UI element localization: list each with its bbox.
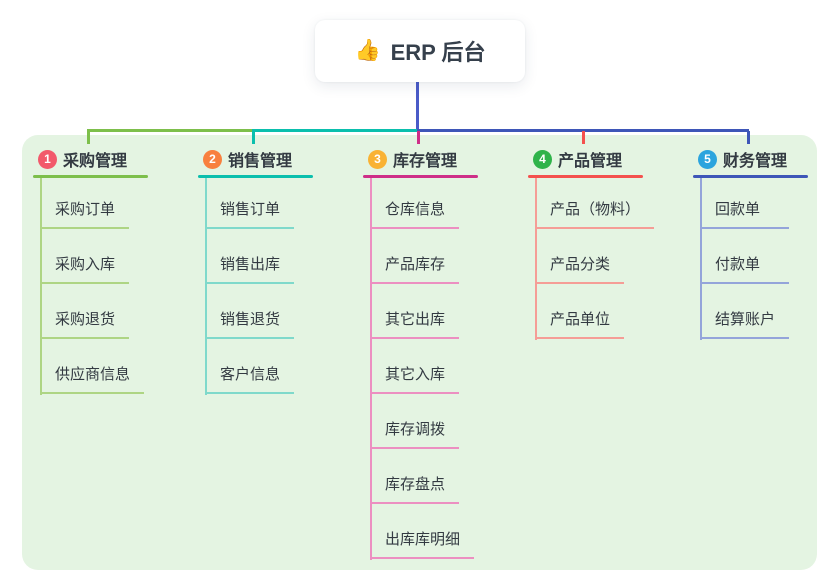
branches-background-panel bbox=[22, 135, 817, 570]
branch-label: 财务管理 bbox=[723, 153, 788, 170]
branch-node-sales[interactable]: 2 销售管理 bbox=[198, 147, 358, 171]
thumbs-up-icon: 👍 bbox=[354, 39, 381, 62]
child-node[interactable]: 客户信息 bbox=[205, 366, 295, 394]
child-node[interactable]: 其它入库 bbox=[370, 366, 460, 394]
child-node[interactable]: 产品单位 bbox=[535, 311, 625, 339]
child-node[interactable]: 产品分类 bbox=[535, 256, 625, 284]
child-node[interactable]: 其它出库 bbox=[370, 311, 460, 339]
branch-underline bbox=[363, 175, 478, 178]
branch-node-product[interactable]: 4 产品管理 bbox=[528, 147, 688, 171]
children-connector-line bbox=[700, 178, 702, 340]
child-node[interactable]: 出库库明细 bbox=[370, 531, 475, 559]
branch-label: 产品管理 bbox=[558, 153, 623, 170]
branch-underline bbox=[693, 175, 808, 178]
connector-horizontal-purchase bbox=[87, 129, 253, 132]
child-node[interactable]: 结算账户 bbox=[700, 311, 790, 339]
connector-drop-product bbox=[582, 131, 585, 144]
connector-drop-inventory bbox=[417, 131, 420, 144]
branch-column-sales: 2 销售管理销售订单销售出库销售退货客户信息 bbox=[198, 147, 358, 395]
branch-number-badge: 1 bbox=[38, 149, 57, 169]
branch-underline bbox=[528, 175, 643, 178]
children-connector-line bbox=[40, 178, 42, 395]
children-connector-line bbox=[205, 178, 207, 395]
child-node[interactable]: 产品（物料） bbox=[535, 201, 655, 229]
child-node[interactable]: 库存盘点 bbox=[370, 476, 460, 504]
child-node[interactable]: 销售出库 bbox=[205, 256, 295, 284]
branch-label: 采购管理 bbox=[63, 153, 128, 170]
child-node[interactable]: 采购入库 bbox=[40, 256, 130, 284]
branch-number-badge: 4 bbox=[533, 149, 552, 169]
connector-drop-sales bbox=[252, 129, 255, 144]
connector-horizontal-sales bbox=[252, 129, 418, 132]
branch-number-badge: 5 bbox=[698, 149, 717, 169]
child-node[interactable]: 回款单 bbox=[700, 201, 789, 229]
child-node[interactable]: 付款单 bbox=[700, 256, 789, 284]
connector-root-vertical bbox=[416, 82, 419, 131]
child-node[interactable]: 采购订单 bbox=[40, 201, 130, 229]
child-node[interactable]: 仓库信息 bbox=[370, 201, 460, 229]
branch-number-badge: 3 bbox=[368, 149, 387, 169]
connector-horizontal-finance bbox=[417, 129, 749, 132]
branch-node-inventory[interactable]: 3 库存管理 bbox=[363, 147, 523, 171]
branch-label: 库存管理 bbox=[393, 153, 458, 170]
children-connector-line bbox=[535, 178, 537, 340]
branch-column-product: 4 产品管理产品（物料） 产品分类产品单位 bbox=[528, 147, 688, 340]
branch-column-inventory: 3 库存管理仓库信息产品库存其它出库其它入库库存调拨库存盘点出库库明细 bbox=[363, 147, 523, 560]
branch-underline bbox=[33, 175, 148, 178]
branch-number-badge: 2 bbox=[203, 149, 222, 169]
child-node[interactable]: 供应商信息 bbox=[40, 366, 145, 394]
branch-label: 销售管理 bbox=[228, 153, 293, 170]
root-label: ERP 后台 bbox=[390, 40, 486, 65]
connector-drop-purchase bbox=[87, 129, 90, 144]
branch-node-finance[interactable]: 5 财务管理 bbox=[693, 147, 839, 171]
root-node[interactable]: 👍 ERP 后台 bbox=[315, 20, 525, 82]
child-node[interactable]: 销售退货 bbox=[205, 311, 295, 339]
child-node[interactable]: 销售订单 bbox=[205, 201, 295, 229]
branch-column-purchase: 1 采购管理采购订单采购入库采购退货供应商信息 bbox=[33, 147, 193, 395]
branch-node-purchase[interactable]: 1 采购管理 bbox=[33, 147, 193, 171]
child-node[interactable]: 采购退货 bbox=[40, 311, 130, 339]
branch-underline bbox=[198, 175, 313, 178]
children-connector-line bbox=[370, 178, 372, 560]
connector-drop-finance bbox=[747, 131, 750, 144]
branch-column-finance: 5 财务管理回款单付款单结算账户 bbox=[693, 147, 839, 340]
child-node[interactable]: 产品库存 bbox=[370, 256, 460, 284]
child-node[interactable]: 库存调拨 bbox=[370, 421, 460, 449]
